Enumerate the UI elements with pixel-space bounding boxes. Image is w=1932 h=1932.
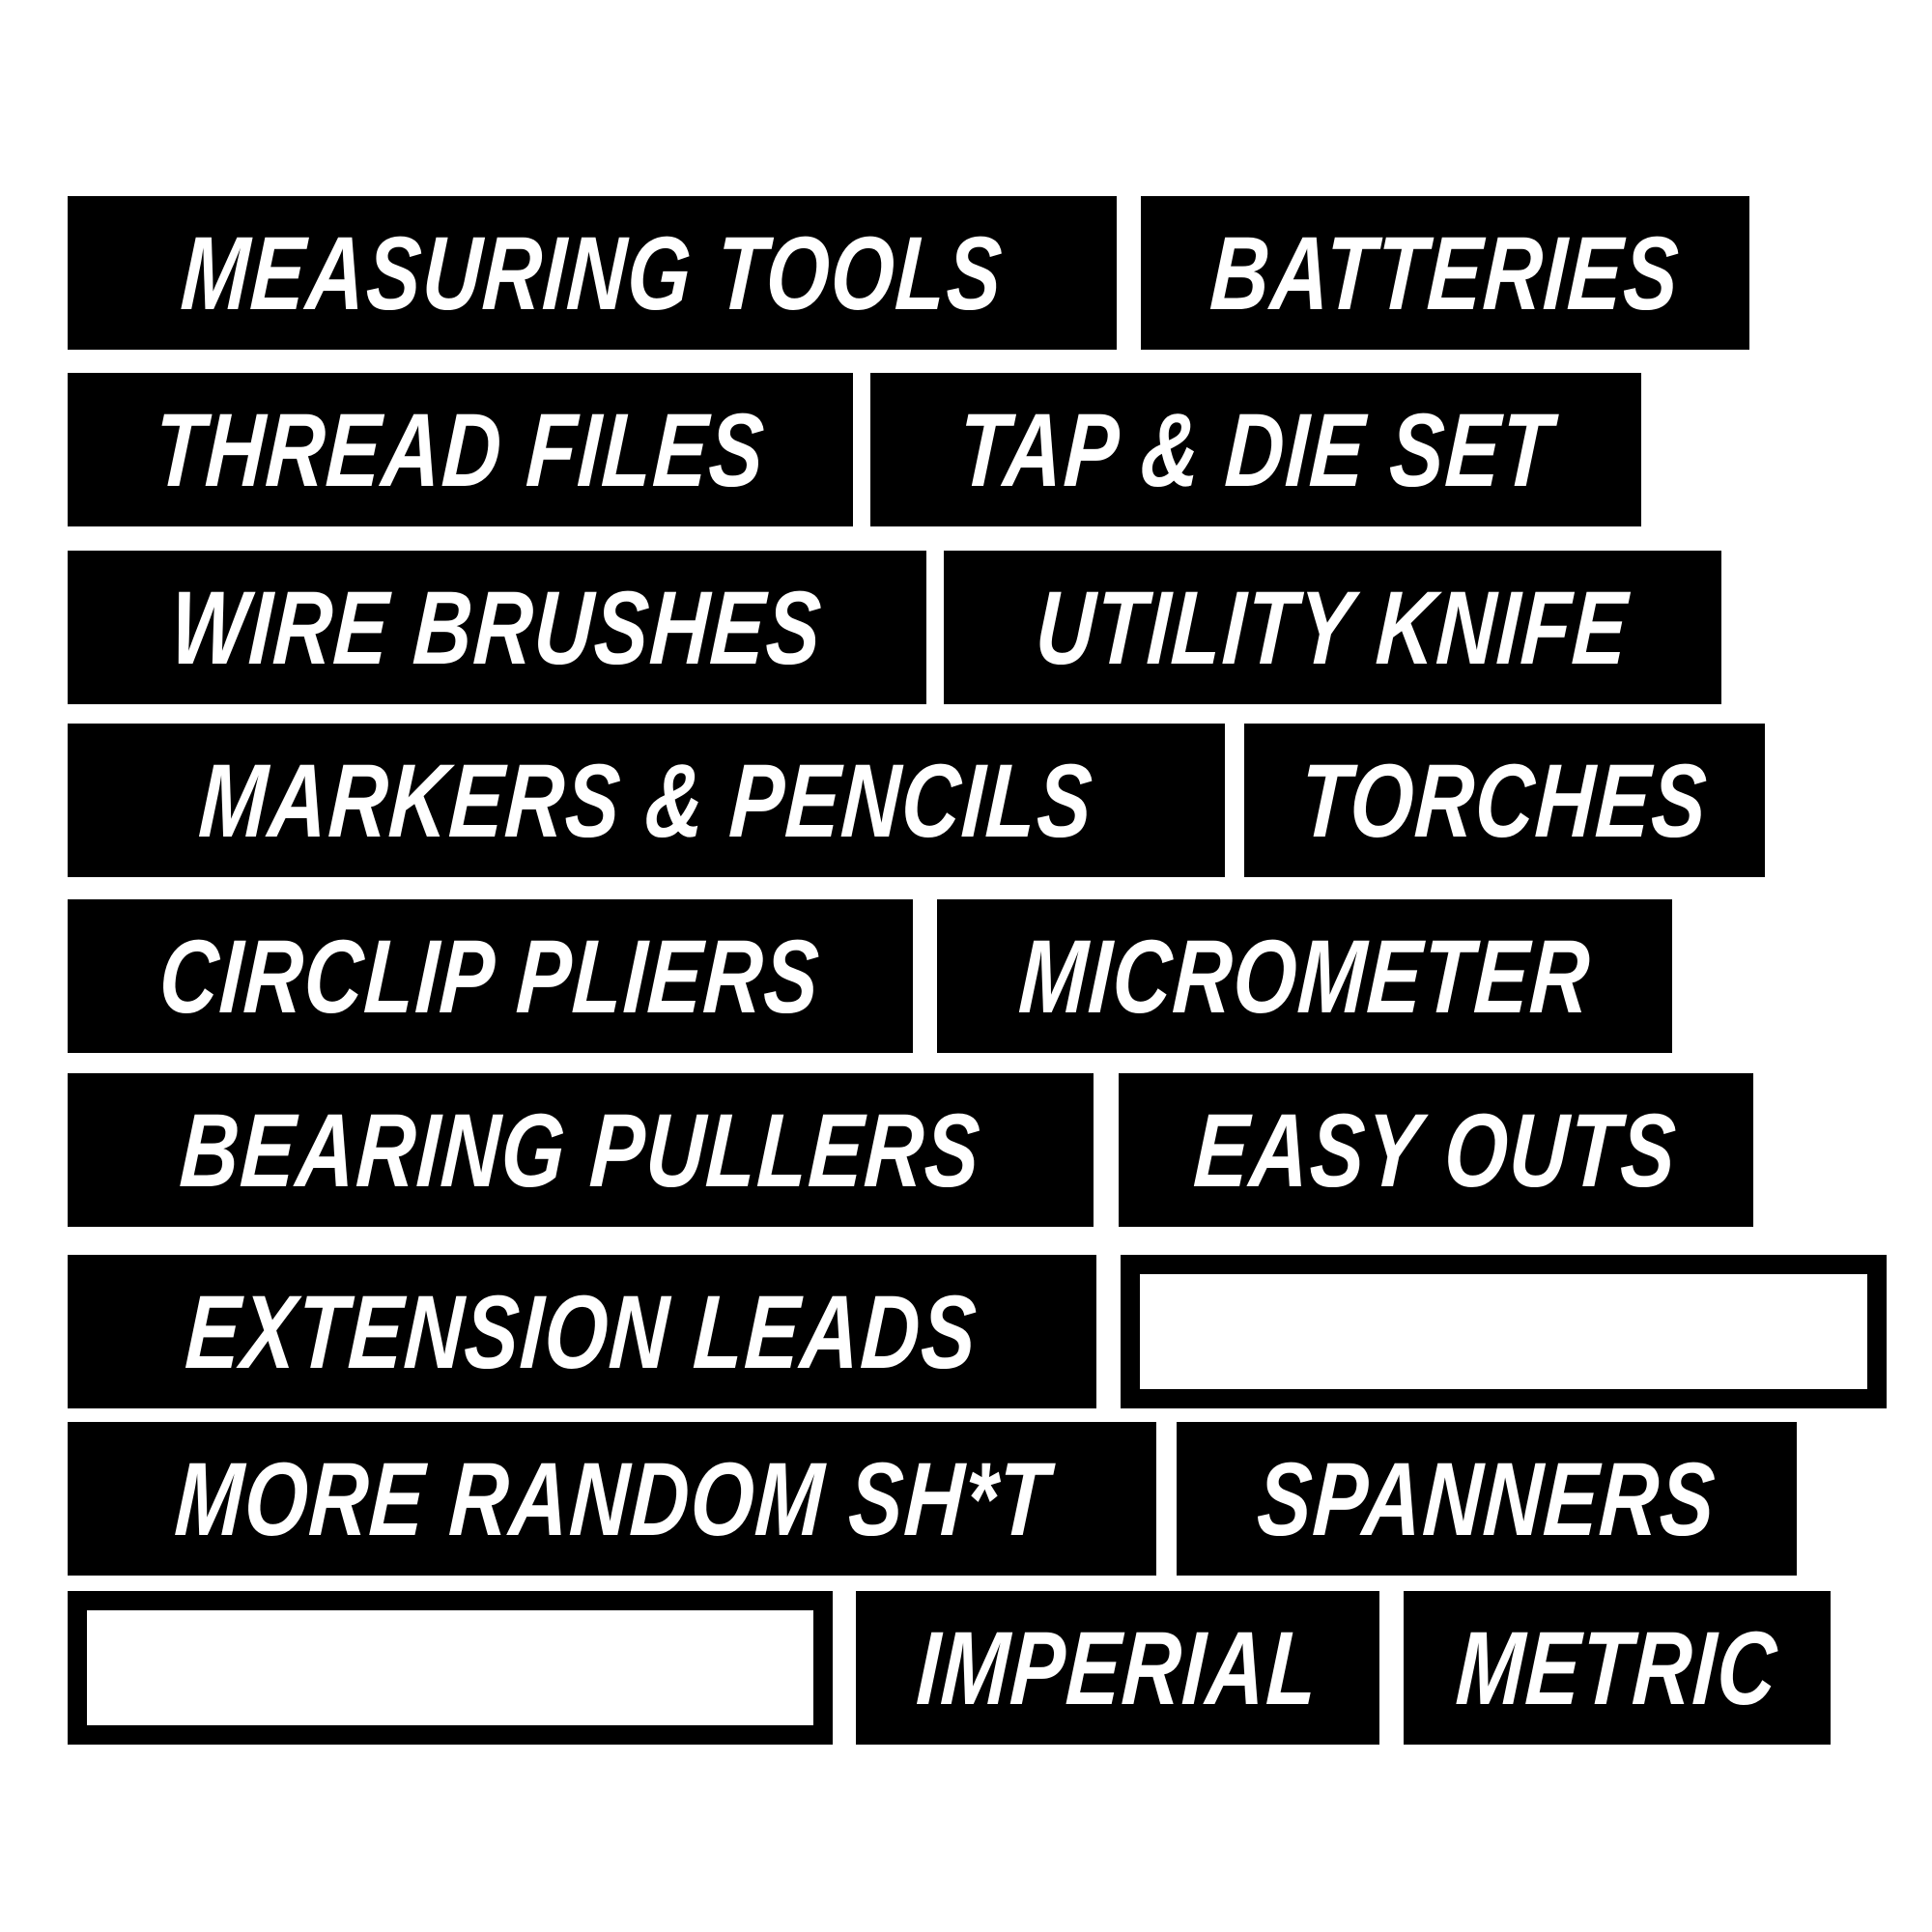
label-text: MORE RANDOM SH*T [171, 1439, 1053, 1557]
label-batteries: BATTERIES [1141, 196, 1749, 350]
label-circlip-pliers: CIRCLIP PLIERS [68, 899, 913, 1053]
label-thread-files: THREAD FILES [68, 373, 853, 526]
label-text: EXTENSION LEADS [183, 1272, 981, 1390]
label-utility-knife: UTILITY KNIFE [944, 551, 1721, 704]
label-text: METRIC [1453, 1608, 1781, 1726]
label-text: BEARING PULLERS [177, 1091, 984, 1208]
label-text: EASY OUTS [1191, 1091, 1681, 1208]
label-torches: TORCHES [1244, 724, 1765, 877]
label-bearing-pullers: BEARING PULLERS [68, 1073, 1094, 1227]
label-blank-1 [1121, 1255, 1887, 1408]
label-easy-outs: EASY OUTS [1119, 1073, 1753, 1227]
label-text: BATTERIES [1208, 213, 1683, 331]
label-text: THREAD FILES [152, 390, 769, 508]
label-imperial: IMPERIAL [856, 1591, 1379, 1745]
label-text: CIRCLIP PLIERS [156, 917, 824, 1035]
label-text: MARKERS & PENCILS [196, 741, 1096, 859]
label-text: MEASURING TOOLS [178, 213, 1007, 331]
label-text: SPANNERS [1254, 1439, 1719, 1557]
label-text: IMPERIAL [914, 1608, 1321, 1726]
label-markers-and-pencils: MARKERS & PENCILS [68, 724, 1225, 877]
label-measuring-tools: MEASURING TOOLS [68, 196, 1117, 350]
label-text: TORCHES [1297, 741, 1712, 859]
label-text: TAP & DIE SET [955, 390, 1556, 508]
label-wire-brushes: WIRE BRUSHES [68, 551, 926, 704]
label-text: WIRE BRUSHES [168, 568, 826, 686]
label-more-random-sht: MORE RANDOM SH*T [68, 1422, 1156, 1576]
label-micrometer: MICROMETER [937, 899, 1672, 1053]
label-spanners: SPANNERS [1177, 1422, 1797, 1576]
label-blank-2 [68, 1591, 833, 1745]
label-text: UTILITY KNIFE [1033, 568, 1633, 686]
label-extension-leads: EXTENSION LEADS [68, 1255, 1096, 1408]
label-tap-and-die-set: TAP & DIE SET [870, 373, 1641, 526]
label-metric: METRIC [1404, 1591, 1831, 1745]
label-text: MICROMETER [1015, 917, 1594, 1035]
